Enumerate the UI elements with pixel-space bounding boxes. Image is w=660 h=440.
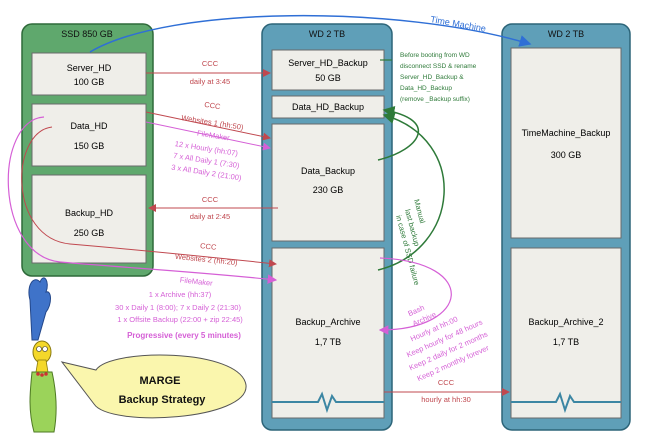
server-hd-name: Server_HD (67, 63, 112, 73)
server-hd-backup-size: 50 GB (315, 73, 341, 83)
wd-column-1: WD 2 TB Server_HD_Backup 50 GB Data_HD_B… (261, 23, 393, 431)
time-machine-label: Time Machine (430, 14, 487, 34)
ccc-websites1-tool: CCC (204, 100, 222, 112)
filemaker1-arrow (145, 121, 271, 151)
data-hd-size: 150 GB (74, 141, 105, 151)
server-hd-backup-name: Server_HD_Backup (288, 58, 368, 68)
data-hd-name: Data_HD (70, 121, 108, 131)
server-hd-box (31, 52, 147, 96)
filemaker2-line3: 1 x Offsite Backup (22:00 + zip 22:45) (117, 315, 243, 324)
progressive-label: Progressive (every 5 minutes) (127, 331, 241, 340)
timemachine-backup-size: 300 GB (551, 150, 582, 160)
note-line-1: Before booting from WD (400, 52, 470, 59)
bash-labels: Bash Archive Hourly at hh:00 Keep hourly… (405, 303, 491, 383)
marge-title: MARGE (140, 375, 181, 387)
data-backup-size: 230 GB (313, 185, 344, 195)
timemachine-backup-name: TimeMachine_Backup (522, 128, 611, 138)
backup-archive-2-size: 1,7 TB (553, 337, 579, 347)
filemaker2-line2: 30 x Daily 1 (8:00); 7 x Daily 2 (21:30) (115, 303, 241, 312)
ccc-345-schedule: daily at 3:45 (190, 77, 230, 86)
note-line-5: (remove _Backup suffix) (400, 96, 470, 103)
filemaker1-tool: FileMaker (196, 129, 230, 143)
bash-arrow (378, 257, 452, 335)
manual-arrow-1 (377, 105, 420, 161)
backup-archive-2-box (510, 247, 622, 419)
ccc-hh30-tool: CCC (438, 378, 455, 387)
note-line-4: Data_HD_Backup (400, 85, 452, 92)
backup-archive-box (271, 247, 385, 419)
archive-break-line (272, 391, 384, 414)
marge-subtitle: Backup Strategy (119, 394, 207, 406)
backup-hd-name: Backup_HD (65, 208, 114, 218)
note-line-2: disconnect SSD & rename (400, 63, 477, 70)
ccc-websites1-schedule: Websites 1 (hh:50) (181, 113, 245, 132)
data-hd-backup-name: Data_HD_Backup (292, 102, 364, 112)
ccc-245-tool: CCC (202, 195, 219, 204)
filemaker2-line1: 1 x Archive (hh:37) (149, 290, 212, 299)
marge-speech-bubble: MARGE Backup Strategy (60, 354, 247, 419)
ccc-345-tool: CCC (202, 59, 219, 68)
data-backup-box (271, 123, 385, 242)
backup-hd-box (31, 174, 147, 264)
marge-figure-icon (28, 277, 57, 433)
manual-arrow-2 (377, 112, 445, 271)
data-hd-box (31, 103, 147, 167)
wd-column-2: WD 2 TB TimeMachine_Backup 300 GB Backup… (501, 23, 631, 431)
ccc-websites2-tool: CCC (200, 241, 218, 252)
filemaker2-tool: FileMaker (179, 275, 213, 287)
filemaker2-arrow (7, 116, 278, 284)
ccc-websites1-arrow (145, 111, 271, 141)
ccc-hh30-schedule: hourly at hh:30 (421, 395, 471, 404)
backup-archive-name: Backup_Archive (295, 317, 360, 327)
note-line-3: Server_HD_Backup & (400, 74, 464, 81)
ssd-column: SSD 850 GB Server_HD 100 GB Data_HD 150 … (21, 23, 154, 277)
ccc-websites2-arrow (21, 126, 277, 268)
archive-2-break-line (511, 391, 621, 414)
ccc-245-schedule: daily at 2:45 (190, 212, 230, 221)
data-backup-name: Data_Backup (301, 166, 355, 176)
backup-hd-size: 250 GB (74, 228, 105, 238)
wd1-title: WD 2 TB (309, 29, 345, 39)
ccc-websites2-schedule: Websites 2 (hh:20) (175, 252, 239, 268)
timemachine-backup-box (510, 47, 622, 239)
ssd-title: SSD 850 GB (61, 29, 113, 39)
backup-archive-2-name: Backup_Archive_2 (528, 317, 603, 327)
wd2-title: WD 2 TB (548, 29, 584, 39)
time-machine-arrow (89, 14, 532, 53)
backup-archive-size: 1,7 TB (315, 337, 341, 347)
rename-note: Before booting from WD disconnect SSD & … (400, 52, 477, 103)
server-hd-size: 100 GB (74, 77, 105, 87)
server-hd-backup-box (271, 49, 385, 91)
